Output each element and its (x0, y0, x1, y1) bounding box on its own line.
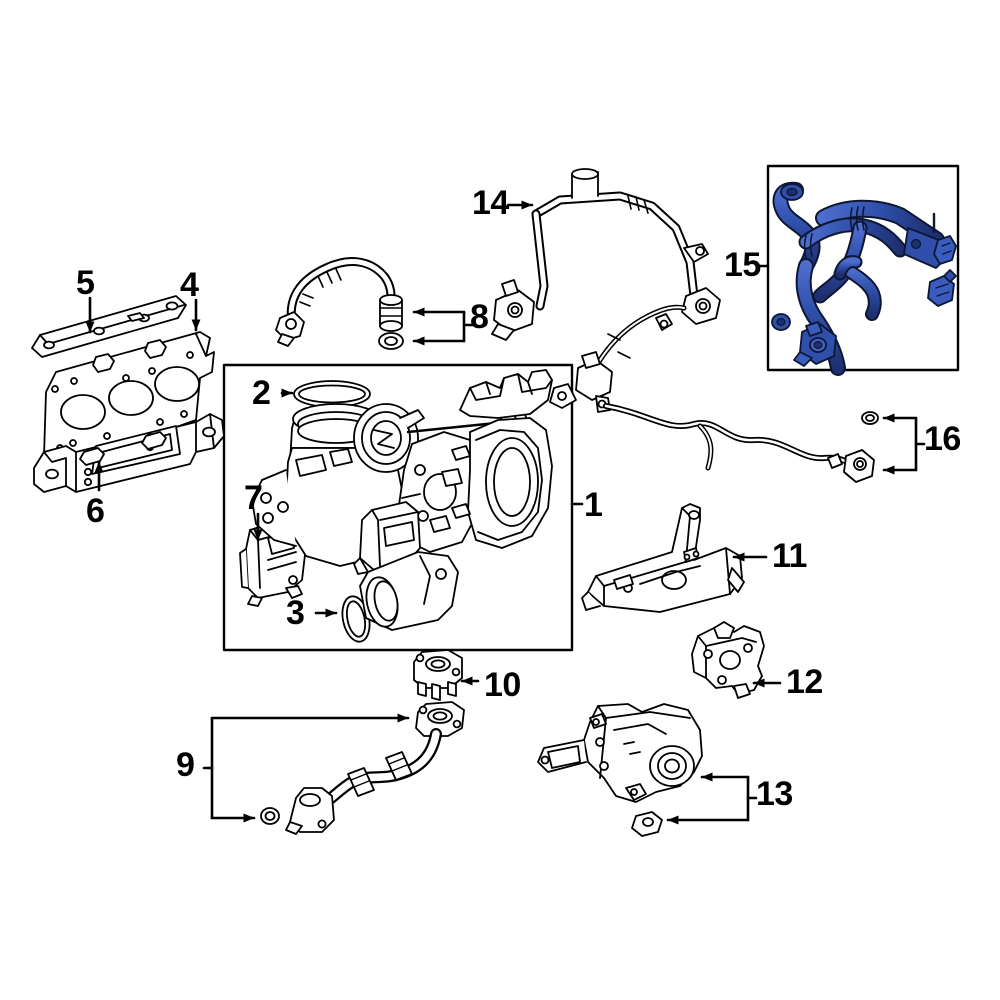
part-oil-return-flange-gasket (413, 649, 463, 701)
callout-label-8[interactable]: 8 (470, 298, 489, 336)
callout-label-4[interactable]: 4 (180, 266, 199, 304)
part-coolant-return-line-and-seal (549, 304, 879, 483)
callout-label-1[interactable]: 1 (584, 486, 603, 524)
part-turbocharger-assembly (251, 369, 553, 631)
part-exhaust-manifold-gasket (43, 331, 215, 467)
callout-label-11[interactable]: 11 (772, 537, 807, 575)
part-oil-feed-line-hose (275, 257, 404, 350)
part-lower-mounting-rail-bracket (33, 413, 225, 493)
callout-label-15[interactable]: 15 (724, 246, 761, 284)
callout-label-9[interactable]: 9 (176, 746, 195, 784)
part-oil-return-pipe-and-seal (260, 701, 465, 835)
leader-8 (412, 307, 474, 346)
callout-label-6[interactable]: 6 (86, 492, 105, 530)
part-turbocharger-mounting-bracket (691, 621, 765, 699)
callout-label-12[interactable]: 12 (786, 663, 823, 701)
part-upper-heat-shield-rail (31, 295, 187, 358)
leader-13 (666, 772, 758, 825)
callout-label-3[interactable]: 3 (286, 594, 305, 632)
leader-16 (882, 413, 926, 475)
callout-label-13[interactable]: 13 (756, 775, 793, 813)
callout-label-5[interactable]: 5 (76, 264, 95, 302)
part-coolant-feed-line-assembly (491, 168, 721, 341)
part-turbocharger-support-bracket (581, 503, 745, 613)
callout-label-14[interactable]: 14 (472, 184, 509, 222)
part-compressor-inlet-o-ring-seal (293, 380, 371, 408)
callout-label-7[interactable]: 7 (244, 479, 263, 517)
leader-9 (202, 713, 410, 823)
part-engine-mount-bracket-and-plate (537, 703, 703, 837)
callout-label-16[interactable]: 16 (924, 420, 961, 458)
callout-label-2[interactable]: 2 (252, 374, 271, 412)
callout-label-10[interactable]: 10 (484, 666, 521, 704)
part-oil-and-coolant-line-assembly-highlighted (771, 181, 957, 376)
